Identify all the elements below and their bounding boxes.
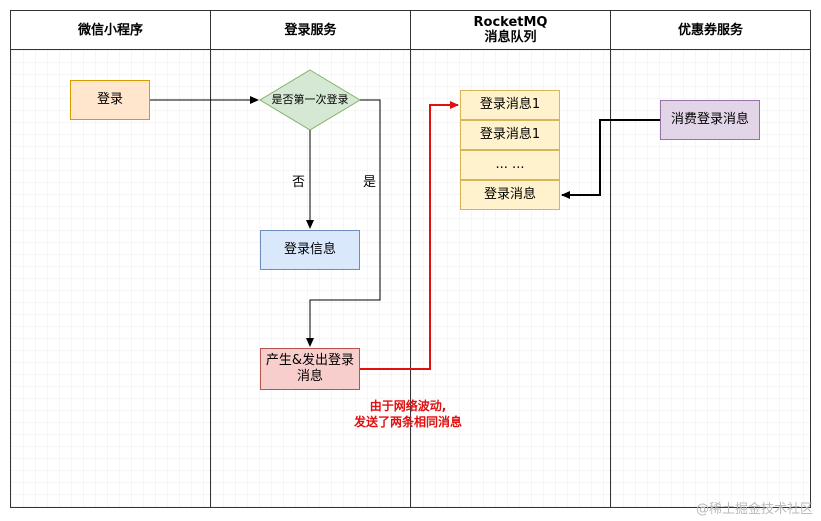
- watermark: @稀土掘金技术社区: [695, 502, 813, 517]
- decision-label: 是否第一次登录: [271, 93, 349, 106]
- edge-produce-to-queue: [360, 101, 459, 370]
- lane-title-rocketmq-line2: 消息队列: [484, 30, 537, 45]
- queue-item-label: ... ...: [495, 157, 525, 172]
- edge-label-yes: 是: [363, 175, 377, 190]
- queue-item-label: 登录消息: [483, 187, 536, 202]
- edge-consume-to-queue: [561, 119, 660, 199]
- note-line-2: 发送了两条相同消息: [353, 415, 462, 429]
- consume-node: 消费登录消息: [660, 100, 760, 140]
- note-line-1: 由于网络波动,: [369, 399, 447, 413]
- lane-title-login-service: 登录服务: [284, 22, 337, 38]
- queue-item-label: 登录消息1: [479, 127, 541, 142]
- login-node: 登录: [70, 80, 150, 120]
- queue-item: ... ...: [460, 150, 560, 180]
- login-info-node: 登录信息: [260, 230, 360, 270]
- queue-item: 登录消息: [460, 180, 560, 210]
- duplicate-message-note: 由于网络波动, 发送了两条相同消息: [338, 398, 478, 430]
- login-node-label: 登录: [96, 92, 123, 107]
- lane-header-mini-program: 微信小程序: [11, 11, 210, 50]
- lane-rocketmq: RocketMQ 消息队列: [410, 10, 611, 508]
- queue-item: 登录消息1: [460, 90, 560, 120]
- lane-title-mini-program: 微信小程序: [77, 22, 143, 38]
- decision-first-login: 是否第一次登录: [260, 90, 360, 110]
- edge-label-no: 否: [292, 175, 306, 190]
- lane-header-login-service: 登录服务: [211, 11, 410, 50]
- produce-send-node: 产生&发出登录消息: [260, 348, 360, 390]
- edge-decision-to-produce: [306, 99, 381, 347]
- queue-item-label: 登录消息1: [479, 97, 541, 112]
- lane-login-service: 登录服务: [210, 10, 411, 508]
- lane-coupon-service: 优惠券服务: [610, 10, 811, 508]
- consume-label: 消费登录消息: [670, 112, 749, 127]
- lane-title-rocketmq-line1: RocketMQ: [473, 15, 548, 30]
- lane-header-coupon-service: 优惠券服务: [611, 11, 810, 50]
- login-info-label: 登录信息: [283, 242, 336, 257]
- queue-item: 登录消息1: [460, 120, 560, 150]
- lane-title-coupon-service: 优惠券服务: [677, 22, 743, 38]
- produce-send-label: 产生&发出登录消息: [265, 353, 355, 384]
- lane-header-rocketmq: RocketMQ 消息队列: [411, 11, 610, 50]
